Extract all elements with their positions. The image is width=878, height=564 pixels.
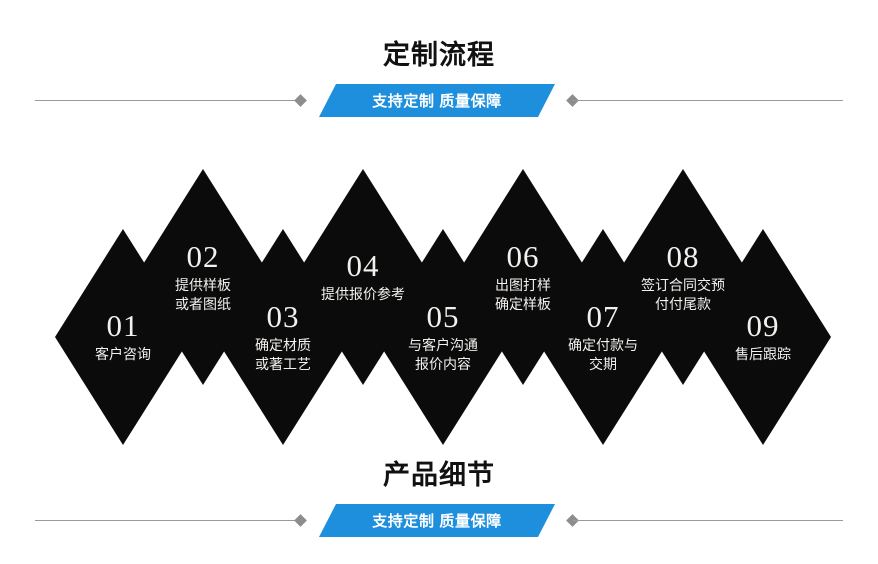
divider-diamond-left-top xyxy=(294,94,307,107)
step-label-line: 报价内容 xyxy=(415,355,471,372)
step-label-line: 或者图纸 xyxy=(175,295,231,312)
step-label-line: 出图打样 xyxy=(495,276,551,293)
step-number: 08 xyxy=(666,238,700,274)
banner-top: 支持定制 质量保障 xyxy=(319,84,555,117)
step-number: 04 xyxy=(346,248,380,283)
step-number: 05 xyxy=(426,298,460,334)
step-label-line: 提供样板 xyxy=(175,276,231,293)
section-header-bottom: 产品细节 支持定制 质量保障 xyxy=(0,458,878,548)
page-title-top: 定制流程 xyxy=(383,40,495,70)
page-title-bottom: 产品细节 xyxy=(383,460,495,490)
banner-bottom: 支持定制 质量保障 xyxy=(319,504,555,537)
step-label-line: 确定样板 xyxy=(495,295,551,312)
banner-text-bottom: 支持定制 质量保障 xyxy=(372,513,502,530)
process-flow-diagram: 01 客户咨询 02 提供样板或者图纸 03 确定材质或著工艺 04 提供报价参考 05 与客户沟… xyxy=(0,155,878,445)
step-number: 07 xyxy=(586,298,620,334)
step-label-line: 或著工艺 xyxy=(255,355,311,372)
step-number: 06 xyxy=(506,238,540,274)
step-label-line: 确定付款与 xyxy=(568,336,638,353)
section-header-top: 定制流程 支持定制 质量保障 xyxy=(0,38,878,128)
step-number: 09 xyxy=(746,308,780,343)
divider-line-left-bottom xyxy=(35,520,305,521)
step-label-line: 签订合同交预 xyxy=(641,276,725,293)
step-label-line: 售后跟踪 xyxy=(735,346,791,362)
step-label-line: 确定材质 xyxy=(255,336,311,353)
step-number: 03 xyxy=(266,298,300,334)
step-label-line: 交期 xyxy=(589,355,617,372)
step-number: 01 xyxy=(106,308,140,343)
divider-line-right-top xyxy=(573,100,843,101)
banner-text-top: 支持定制 质量保障 xyxy=(372,93,502,110)
divider-line-left-top xyxy=(35,100,305,101)
step-label-line: 付付尾款 xyxy=(655,295,711,312)
step-label-line: 提供报价参考 xyxy=(321,286,405,302)
divider-diamond-left-bottom xyxy=(294,514,307,527)
divider-line-right-bottom xyxy=(573,520,843,521)
step-number: 02 xyxy=(186,238,220,274)
step-label-line: 客户咨询 xyxy=(95,346,151,362)
step-label-line: 与客户沟通 xyxy=(408,336,478,353)
